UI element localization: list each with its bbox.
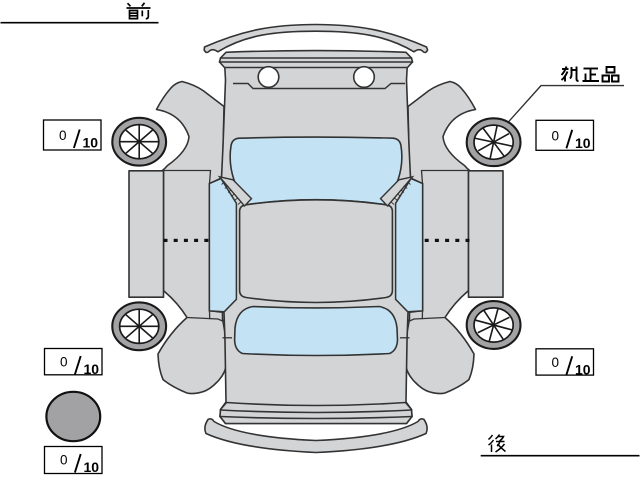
svg-text:10: 10 <box>83 135 99 151</box>
svg-text:0: 0 <box>552 128 560 143</box>
svg-text:10: 10 <box>575 135 591 151</box>
svg-text:10: 10 <box>84 459 100 475</box>
svg-text:0: 0 <box>60 355 68 370</box>
svg-text:10: 10 <box>84 361 100 377</box>
svg-text:0: 0 <box>60 453 68 468</box>
svg-text:10: 10 <box>575 361 591 377</box>
svg-text:0: 0 <box>552 355 560 370</box>
svg-text:0: 0 <box>59 128 67 143</box>
